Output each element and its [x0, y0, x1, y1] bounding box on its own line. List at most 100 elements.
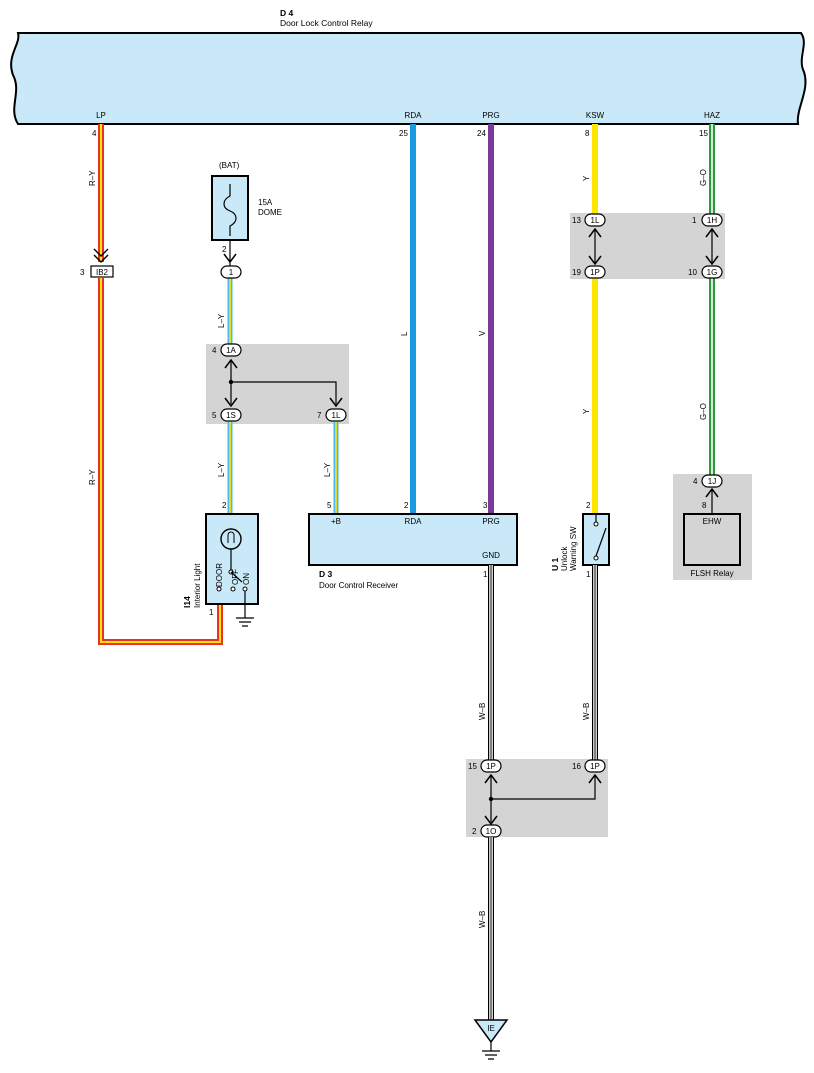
wire-label-ly-right: L–Y	[323, 462, 332, 477]
interior-light-pin-bottom: 1	[209, 608, 214, 617]
receiver-d3-code: D 3	[319, 569, 333, 579]
fuse-source: (BAT)	[219, 161, 240, 170]
switch-pos-door: DOOR	[215, 563, 224, 587]
switch-contact	[593, 555, 599, 561]
receiver-pin-rda: 2	[404, 501, 409, 510]
fuse-pin: 2	[222, 245, 227, 254]
receiver-pin-gnd: 1	[483, 570, 488, 579]
connector-ib2-pin: 3	[80, 268, 85, 277]
pin-rda: 25	[399, 129, 408, 138]
interior-light-name: Interior Light	[193, 563, 202, 608]
connector-1o-pin: 2	[472, 827, 477, 836]
wire-label-ry-upper: R–Y	[88, 170, 97, 186]
wire-label-go-upper: G–O	[699, 169, 708, 186]
ground-icon	[236, 591, 254, 627]
switch-pos-off: OFF	[231, 569, 240, 585]
unlock-sw-name-2: Warning SW	[569, 526, 578, 571]
connector-1p-gnd-right	[584, 759, 606, 773]
switch-pos-on: ON	[242, 573, 251, 585]
connector-1h	[701, 213, 723, 227]
switch-contact	[242, 586, 248, 592]
splice-dot	[488, 796, 494, 802]
switch-lever	[595, 527, 607, 557]
wire-label-ry-lower: R–Y	[88, 469, 97, 485]
wire-label-ly-lower: L–Y	[217, 462, 226, 477]
terminal-label-haz: HAZ	[704, 111, 720, 120]
connector-1j	[701, 474, 723, 488]
chevron-down-icon	[588, 255, 602, 266]
connector-1a-pin: 4	[212, 346, 217, 355]
connector-1j-pin: 4	[693, 477, 698, 486]
connector-1a-id: 1A	[226, 346, 236, 355]
wire-label-v: V	[478, 330, 487, 336]
bulb-filament-icon	[227, 531, 235, 543]
receiver-label-rda: RDA	[405, 517, 423, 526]
receiver-d3-box	[308, 513, 518, 566]
relay-d4-code: D 4	[280, 8, 294, 18]
connector-1-id: 1	[229, 268, 234, 277]
connector-1l-right-id: 1L	[591, 216, 600, 225]
connector-1l-right	[584, 213, 606, 227]
wire-label-wb-right: W–B	[582, 703, 591, 720]
wire-label-ly-upper: L–Y	[217, 313, 226, 328]
interior-light-pin-top: 2	[222, 501, 227, 510]
pin-prg: 24	[477, 129, 486, 138]
terminal-label-rda: RDA	[405, 111, 423, 120]
wire-label-wb-left: W–B	[478, 703, 487, 720]
unlock-sw-code: U 1	[550, 558, 560, 572]
ground-icon	[482, 1042, 500, 1060]
terminal-label-ksw: KSW	[586, 111, 605, 120]
connector-1p-ksw-pin: 19	[572, 268, 581, 277]
interior-light-code: I14	[182, 596, 192, 608]
connector-1p-gnd-left-pin: 15	[468, 762, 477, 771]
wire-label-go-lower: G–O	[699, 403, 708, 420]
switch-contact	[216, 586, 222, 592]
connector-1s	[220, 408, 242, 422]
connector-1j-id: 1J	[708, 477, 716, 486]
wire-label-wb-bottom: W–B	[478, 911, 487, 928]
relay-d4-box	[10, 32, 807, 125]
connector-1p-gnd-right-pin: 16	[572, 762, 581, 771]
pin-lp: 4	[92, 129, 97, 138]
connector-1l-left-id: 1L	[332, 411, 341, 420]
connector-ib2	[90, 265, 114, 278]
switch-contact	[593, 521, 599, 527]
connector-1s-id: 1S	[226, 411, 236, 420]
connector-1p-gnd-left-id: 1P	[486, 762, 496, 771]
terminal-label-prg: PRG	[482, 111, 499, 120]
splice-dot	[228, 379, 234, 385]
ground-ie-triangle	[473, 1019, 509, 1044]
connector-1h-pin: 1	[692, 216, 697, 225]
connector-1l-left	[325, 408, 347, 422]
ground-ie-id: IE	[487, 1024, 495, 1033]
receiver-pin-prg: 3	[483, 501, 488, 510]
flsh-relay-box	[683, 513, 741, 566]
wire-label-y-lower: Y	[582, 408, 591, 414]
connector-1g	[701, 265, 723, 279]
receiver-label-gnd: GND	[482, 551, 500, 560]
pin-ksw: 8	[585, 129, 590, 138]
receiver-pin-b: 5	[327, 501, 332, 510]
receiver-label-prg: PRG	[482, 517, 499, 526]
fuse-icon	[223, 184, 237, 236]
connector-1p-gnd-right-id: 1P	[590, 762, 600, 771]
receiver-d3-name: Door Control Receiver	[319, 581, 398, 590]
fuse-amp: 15A	[258, 198, 273, 207]
connector-1p-ksw	[584, 265, 606, 279]
connector-1h-id: 1H	[707, 216, 717, 225]
connector-1a	[220, 343, 242, 357]
chevron-down-icon	[93, 248, 109, 263]
terminal-label-lp: LP	[96, 111, 106, 120]
wire-lp-ry	[98, 124, 223, 645]
flsh-pin: 8	[702, 501, 707, 510]
chevron-down-icon	[329, 397, 343, 408]
connector-ib2-id: IB2	[96, 268, 109, 277]
switch-contact	[230, 586, 236, 592]
chevron-down-icon	[223, 253, 237, 264]
switch-lever	[230, 571, 243, 583]
wire-label-l: L	[400, 331, 409, 336]
fuse-name: DOME	[258, 208, 282, 217]
connector-1l-left-pin: 7	[317, 411, 322, 420]
unlock-sw-pin-bottom: 1	[586, 570, 591, 579]
